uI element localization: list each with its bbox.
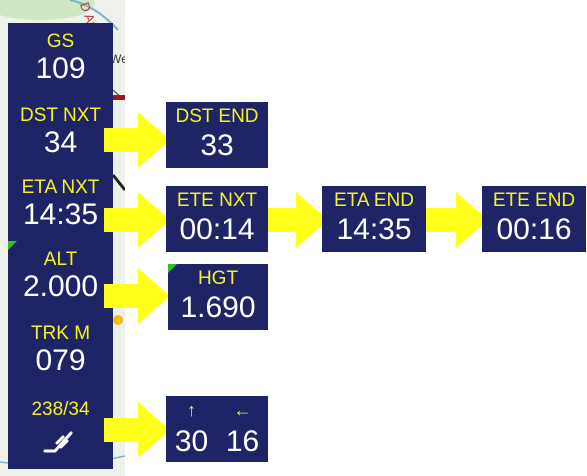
arrow-left-icon: ← — [233, 400, 252, 420]
eta-nxt-value: 14:35 — [22, 198, 99, 231]
green-corner-marker — [8, 241, 17, 250]
dst-end-box[interactable]: DST END 33 — [166, 102, 268, 168]
green-area-shape — [0, 0, 95, 20]
gs-field[interactable]: GS 109 — [8, 31, 113, 85]
red-marker-shape — [113, 95, 125, 100]
trk-field[interactable]: TRK M 079 — [8, 323, 113, 377]
arrow-to-wind-components — [104, 402, 170, 458]
alt-field[interactable]: ALT 2.000 — [8, 249, 113, 303]
wind-label: 238/34 — [31, 399, 90, 420]
ete-end-label: ETE END — [492, 190, 576, 211]
ete-nxt-value: 00:14 — [179, 213, 255, 246]
ete-nxt-label: ETE NXT — [176, 190, 258, 211]
yellow-marker-shape — [113, 315, 123, 325]
dst-end-value: 33 — [200, 129, 234, 162]
route-line — [111, 174, 125, 191]
green-corner-marker — [168, 264, 177, 273]
dst-end-label: DST END — [175, 106, 259, 127]
hgt-value: 1.690 — [180, 291, 256, 324]
ete-end-box[interactable]: ETE END 00:16 — [482, 186, 586, 252]
hgt-box[interactable]: HGT 1.690 — [168, 264, 268, 330]
wind-components-box[interactable]: ↑ ← 30 16 — [166, 396, 268, 462]
wind-field[interactable]: 238/34 — [8, 399, 113, 460]
alt-label: ALT — [43, 249, 78, 270]
arrow-to-dst-end — [104, 112, 170, 168]
arrow-up-icon: ↑ — [187, 400, 196, 420]
flight-data-sidebar: GS 109 DST NXT 34 ETA NXT 14:35 ALT 2.00… — [8, 23, 113, 469]
eta-end-value: 14:35 — [336, 213, 412, 246]
trk-label: TRK M — [30, 323, 91, 344]
ete-nxt-box[interactable]: ETE NXT 00:14 — [166, 186, 268, 252]
headwind-value: 30 — [174, 425, 209, 458]
gs-label: GS — [46, 31, 75, 52]
place-label: Wen — [110, 52, 125, 66]
alt-value: 2.000 — [22, 270, 99, 303]
dst-nxt-value: 34 — [43, 126, 78, 159]
arrow-to-ete-end — [422, 192, 488, 248]
eta-end-box[interactable]: ETA END 14:35 — [322, 186, 426, 252]
dst-nxt-label: DST NXT — [20, 105, 101, 126]
arrow-to-ete-nxt — [104, 192, 170, 248]
trk-value: 079 — [35, 344, 86, 377]
dst-nxt-field[interactable]: DST NXT 34 — [8, 105, 113, 159]
arrow-to-eta-end — [262, 192, 328, 248]
airspace-line — [69, 0, 119, 31]
eta-nxt-label: ETA NXT — [21, 177, 100, 198]
hgt-label: HGT — [197, 268, 239, 289]
wind-sock-icon — [43, 431, 72, 453]
eta-end-label: ETA END — [334, 190, 414, 211]
ete-end-value: 00:16 — [496, 213, 572, 246]
eta-nxt-field[interactable]: ETA NXT 14:35 — [8, 177, 113, 231]
gs-value: 109 — [35, 52, 86, 85]
crosswind-value: 16 — [225, 425, 260, 458]
arrow-to-hgt — [104, 268, 170, 324]
